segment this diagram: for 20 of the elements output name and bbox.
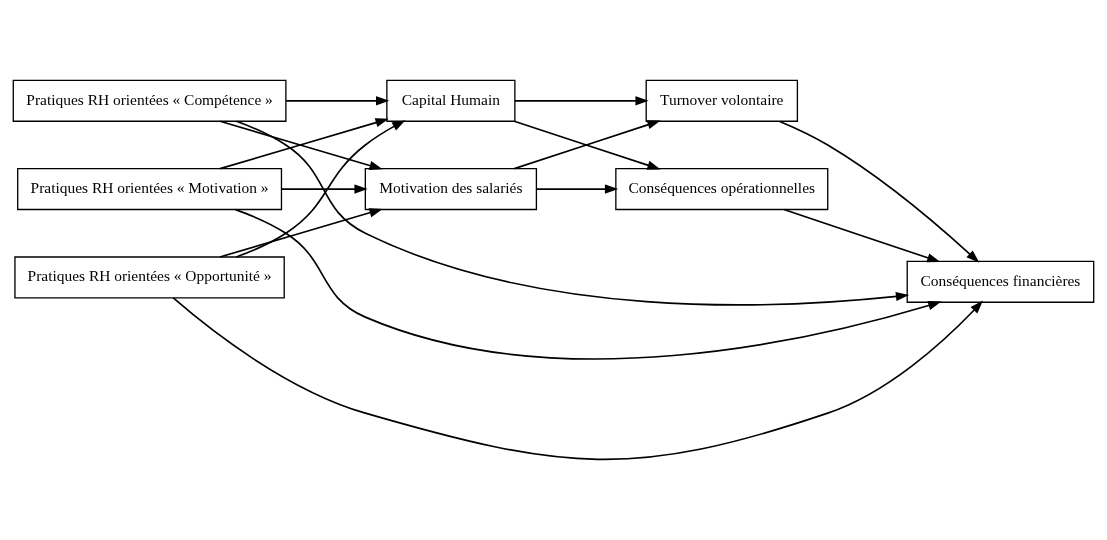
node-box: Pratiques RH orientées « Compétence »: [12, 79, 287, 122]
node-box: Conséquences opérationnelles: [615, 168, 829, 211]
node-box: Capital Humain: [386, 79, 516, 122]
arrow: [783, 208, 941, 263]
node-box: Turnover volontaire: [645, 79, 799, 122]
arrow: [219, 208, 383, 258]
arrow: [285, 96, 390, 106]
arrow: [234, 208, 942, 360]
node-box: Conséquences financières: [906, 260, 1095, 303]
arrow: [513, 120, 661, 170]
node-box: Motivation des salariés: [364, 168, 538, 211]
node-box: Pratiques RH orientées « Opportunité »: [14, 256, 285, 299]
arrow: [535, 184, 619, 194]
arrow: [172, 297, 984, 461]
arrow: [235, 120, 406, 258]
node-box: Pratiques RH orientées « Motivation »: [17, 168, 283, 211]
arrow: [235, 120, 910, 306]
arrow: [778, 120, 980, 263]
arrow: [281, 184, 368, 194]
arrow: [514, 96, 649, 106]
